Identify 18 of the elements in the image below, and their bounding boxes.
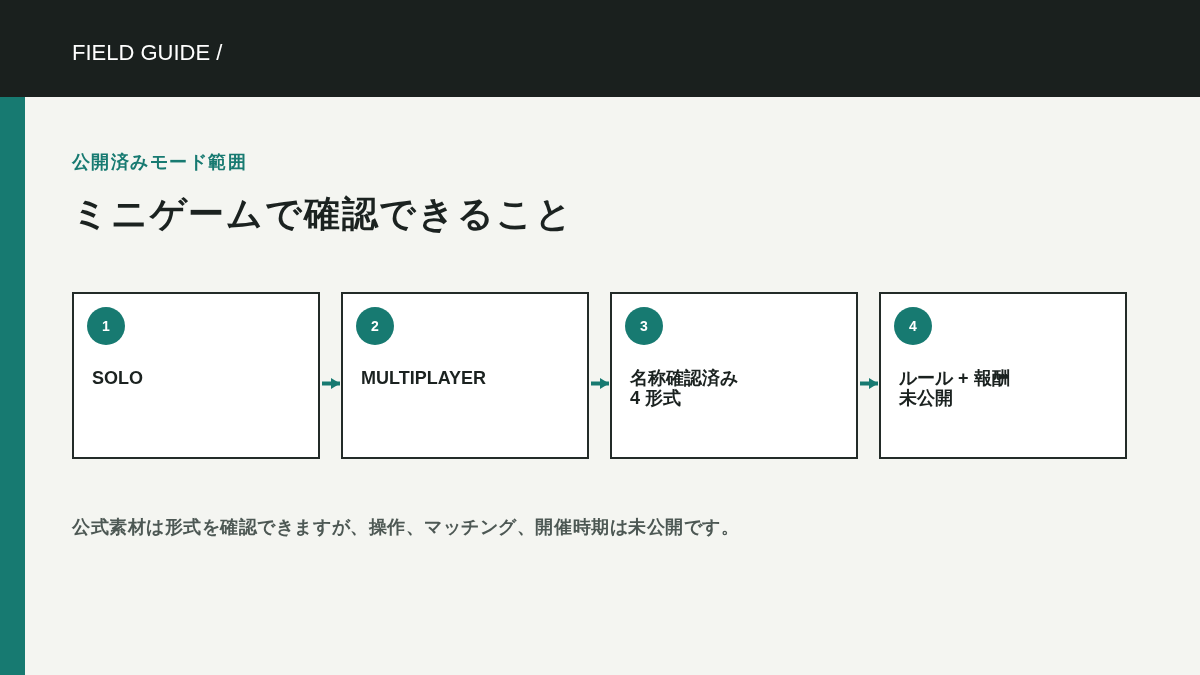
section-label: 公開済みモード範囲 [72,151,247,174]
number-circle: 1 [87,307,125,345]
header-text: FIELD GUIDE / [72,40,223,66]
step-box [341,292,589,459]
number-circle: 2 [356,307,394,345]
arrow [860,378,878,389]
caption-text: 公式素材は形式を確認できますが、操作、マッチング、開催時期は未公開です。 [72,516,740,539]
step-box [879,292,1127,459]
step-box [610,292,858,459]
number-circle: 4 [894,307,932,345]
step-label: MULTIPLAYER [361,368,487,388]
step-box [72,292,320,459]
step-label: SOLO [92,368,144,388]
number-circle: 3 [625,307,663,345]
heading: ミニゲームで確認できること [72,192,574,236]
arrow [591,378,609,389]
step-label: ルール + 報酬未公開 [899,368,1011,408]
step-label: 名称確認済み4 形式 [630,368,739,408]
